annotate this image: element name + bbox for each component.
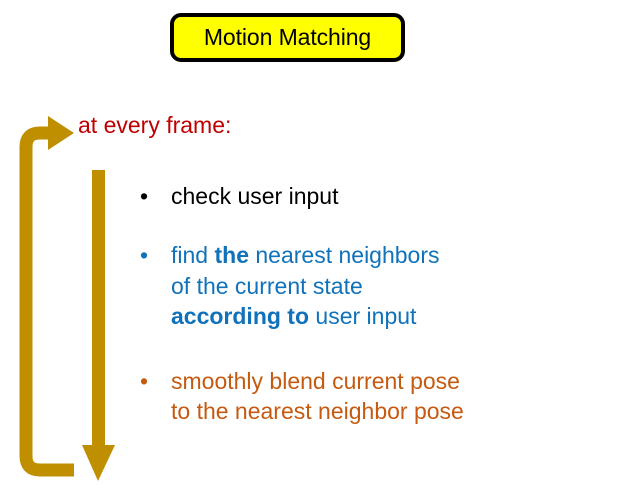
list-item-text: smoothly blend current pose to the neare… [171,367,464,424]
outline-body: at every frame: • check user input • fin… [78,112,612,426]
flow-down-arrow-shaft [92,170,105,447]
bullet-marker-icon: • [140,242,149,269]
heading-at-every-frame: at every frame: [78,112,232,138]
list-item-text: check user input [171,183,339,210]
page-title: Motion Matching [203,24,372,50]
loop-back-arrow-shaft [19,126,74,477]
list-item-check-user-input: • check user input [78,181,612,211]
list-item-text: find the nearest neighbors of the curren… [171,242,440,330]
title-chip: Motion Matching [170,13,405,62]
flow-down-arrow-head [82,445,115,481]
flow-arrows-group [19,116,115,481]
loop-back-arrow-head [48,116,74,150]
list-item-smoothly-blend-pose: • smoothly blend current pose to the nea… [78,366,612,427]
bullet-marker-icon: • [140,183,149,210]
bullet-marker-icon: • [140,367,149,394]
list-item-find-nearest-neighbors: • find the nearest neighbors of the curr… [78,240,612,331]
